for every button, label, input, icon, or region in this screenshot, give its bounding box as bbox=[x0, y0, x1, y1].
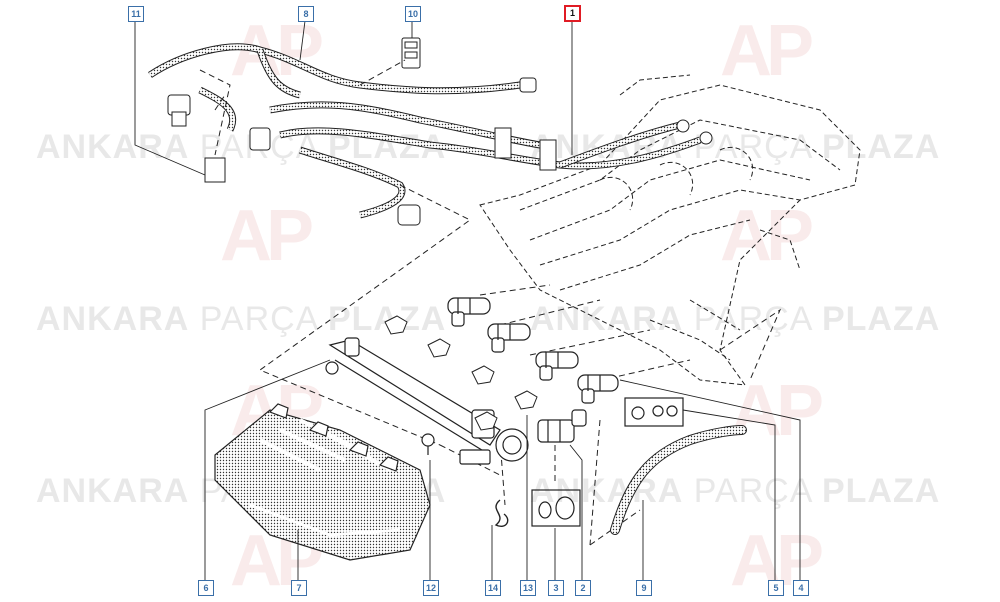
callout-6: 6 bbox=[198, 580, 214, 596]
retaining-clip bbox=[494, 499, 509, 527]
pressure-regulator bbox=[537, 409, 587, 443]
callout-1: 1 bbox=[564, 5, 581, 22]
callout-2: 2 bbox=[575, 580, 591, 596]
engine-cover bbox=[214, 403, 431, 561]
watermark-logo: AP bbox=[720, 11, 814, 91]
injector-clips bbox=[384, 315, 538, 431]
callout-13: 13 bbox=[520, 580, 536, 596]
leader-lines bbox=[134, 20, 801, 580]
assembly-lines bbox=[199, 59, 782, 546]
callout-3: 3 bbox=[548, 580, 564, 596]
callout-10: 10 bbox=[405, 6, 421, 22]
seals bbox=[531, 397, 684, 527]
callout-12: 12 bbox=[423, 580, 439, 596]
watermark-logo: AP bbox=[730, 371, 824, 451]
fuel-hose bbox=[610, 425, 747, 535]
callout-7: 7 bbox=[291, 580, 307, 596]
watermark-text: ANKARA PARÇA PLAZA bbox=[36, 300, 447, 338]
callout-11: 11 bbox=[128, 6, 144, 22]
watermark-logo: AP bbox=[220, 196, 314, 276]
callout-14: 14 bbox=[485, 580, 501, 596]
callout-5: 5 bbox=[768, 580, 784, 596]
fuel-rail bbox=[325, 337, 529, 465]
harness-connectors bbox=[167, 37, 713, 226]
watermark-text: ANKARA PARÇA PLAZA bbox=[530, 300, 941, 338]
intake-manifold bbox=[479, 74, 861, 386]
fuel-injectors bbox=[447, 297, 619, 404]
callout-8: 8 bbox=[298, 6, 314, 22]
wiring-harness bbox=[148, 43, 702, 219]
callout-9: 9 bbox=[636, 580, 652, 596]
watermark-text: ANKARA PARÇA PLAZA bbox=[530, 472, 941, 510]
watermark-logo: AP bbox=[720, 196, 814, 276]
callout-4: 4 bbox=[793, 580, 809, 596]
